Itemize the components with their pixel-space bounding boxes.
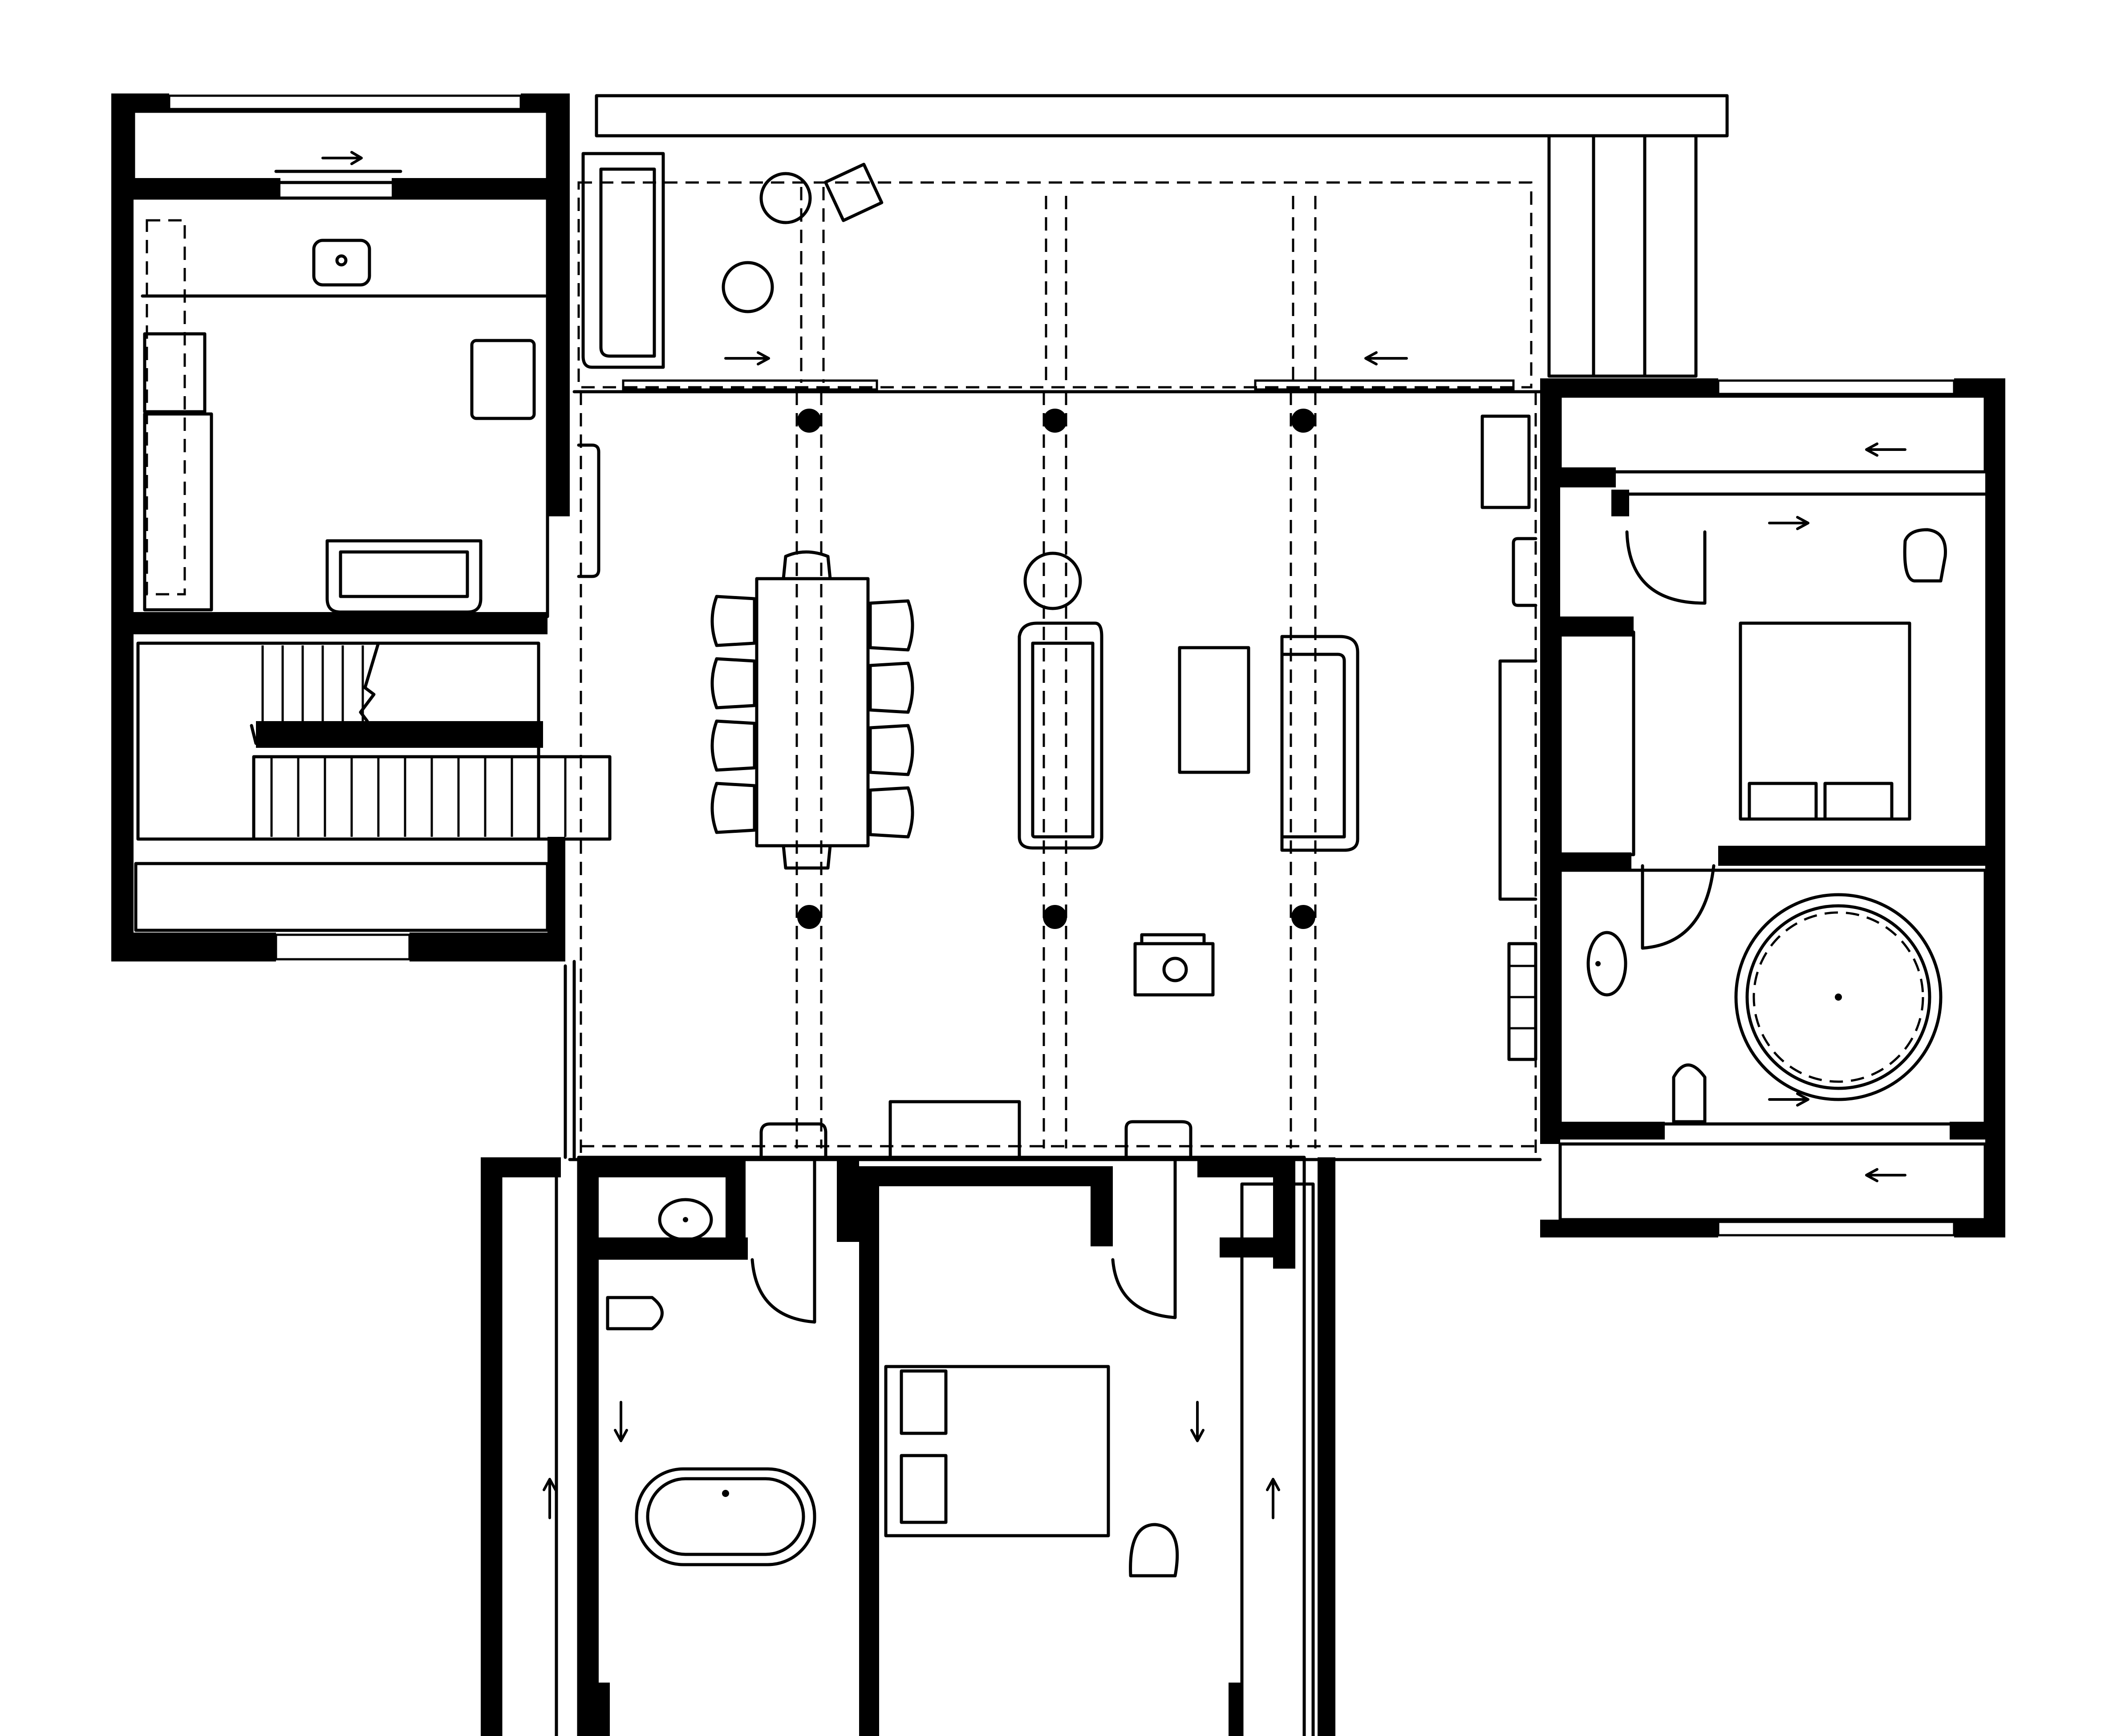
dining-chair — [868, 661, 914, 714]
sofa-right — [1280, 635, 1359, 852]
dining-chair — [710, 719, 756, 772]
bedroom-east — [1540, 378, 2005, 1237]
east-toilet — [1672, 1063, 1707, 1124]
east-armchair — [1903, 528, 1947, 583]
terrace-armchair — [722, 261, 774, 313]
south-bathtub — [635, 1467, 816, 1566]
study-armchair — [470, 339, 536, 420]
covered-terrace — [577, 94, 1729, 389]
dining-chairs — [710, 595, 914, 839]
structural-column — [1291, 905, 1315, 929]
study-sofa — [325, 539, 483, 614]
living-north-facade — [572, 379, 1542, 393]
structural-columns — [797, 409, 1315, 929]
south-toilet — [606, 1296, 664, 1330]
dining-chair — [710, 782, 756, 834]
west-cabinet — [577, 443, 600, 578]
south-sideboards — [759, 1100, 1192, 1161]
coffee-table — [1178, 646, 1250, 774]
east-cabinets — [1480, 414, 1537, 1061]
east-round-bathtub — [1734, 893, 1943, 1101]
structural-column — [797, 409, 821, 433]
structural-column — [1043, 409, 1067, 433]
structural-column — [1291, 409, 1315, 433]
dining-chair — [710, 595, 756, 647]
dining-chair — [868, 724, 914, 776]
dining-chair — [710, 657, 756, 710]
sliding-door-arrows — [321, 151, 1906, 1519]
terrace-round-table — [759, 172, 812, 224]
staircase — [136, 641, 612, 841]
dining-table — [755, 550, 870, 870]
south-bed — [884, 1365, 1110, 1537]
dining-chair — [868, 599, 914, 652]
south-armchair — [1129, 1523, 1179, 1578]
structural-column — [1043, 905, 1067, 929]
terrace-bench — [581, 152, 665, 369]
living-dining — [564, 392, 1542, 1161]
south-washbasin — [658, 1198, 713, 1241]
east-bed — [1739, 621, 1911, 821]
lamp-table — [1023, 552, 1082, 610]
study-washbasin — [312, 239, 371, 287]
terrace-stool — [824, 162, 884, 222]
study-desk — [143, 332, 213, 612]
study-room — [111, 93, 570, 961]
structural-column — [797, 905, 821, 929]
stove — [1133, 933, 1215, 997]
bathroom-south — [481, 1156, 1335, 1736]
east-washbasin — [1586, 931, 1627, 997]
dining-chair — [868, 786, 914, 839]
sofa-left — [1018, 621, 1103, 850]
